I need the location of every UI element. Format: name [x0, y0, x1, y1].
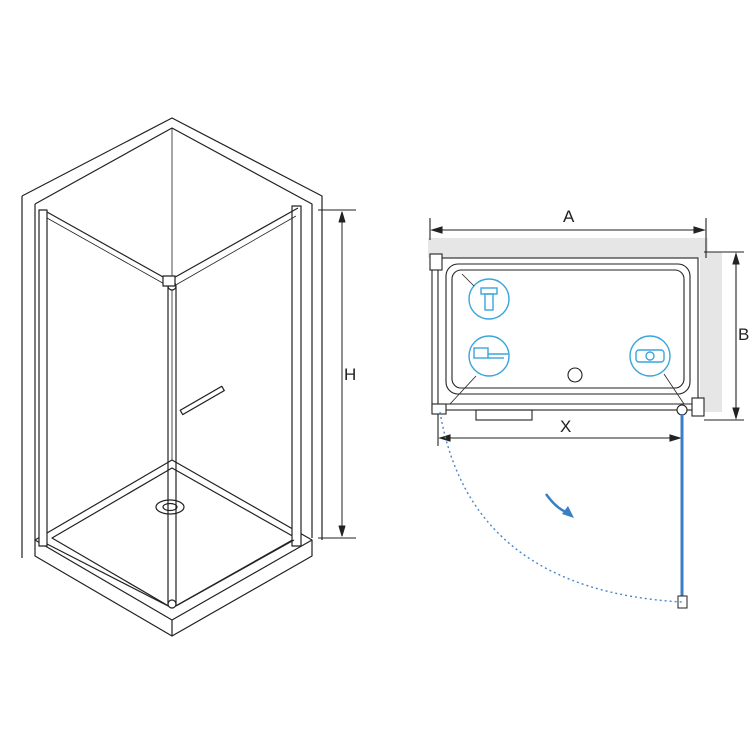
door-panel [162, 275, 225, 609]
back-wall-shade [428, 238, 708, 258]
enclosure-frame [431, 257, 699, 411]
width-a-label: A [563, 207, 575, 226]
drain-icon [155, 499, 185, 515]
depth-b-label: B [738, 325, 749, 344]
height-dimension [318, 209, 356, 539]
tray-outline [445, 263, 691, 395]
left-fixed-panel [38, 209, 173, 609]
right-fixed-panel [169, 205, 302, 607]
pivot-hinge [676, 404, 688, 416]
drain-icon [567, 367, 583, 383]
isometric-view [21, 117, 356, 637]
plan-view [428, 218, 744, 609]
height-label: H [344, 365, 356, 384]
door-swing-path [439, 411, 683, 603]
shower-tray [34, 459, 313, 637]
profile-seal-detail-icon [449, 335, 510, 405]
top-left-clamp [429, 253, 443, 271]
walls [21, 117, 323, 558]
side-wall-shade [700, 252, 722, 412]
hinge-detail-icon [461, 273, 510, 320]
door-handle [179, 385, 225, 416]
door-x-label: X [560, 417, 571, 436]
plan-door-handle [475, 409, 533, 421]
rotation-arrow-icon [544, 493, 574, 518]
wall-mount-detail-icon [629, 335, 685, 405]
open-door [677, 414, 688, 609]
